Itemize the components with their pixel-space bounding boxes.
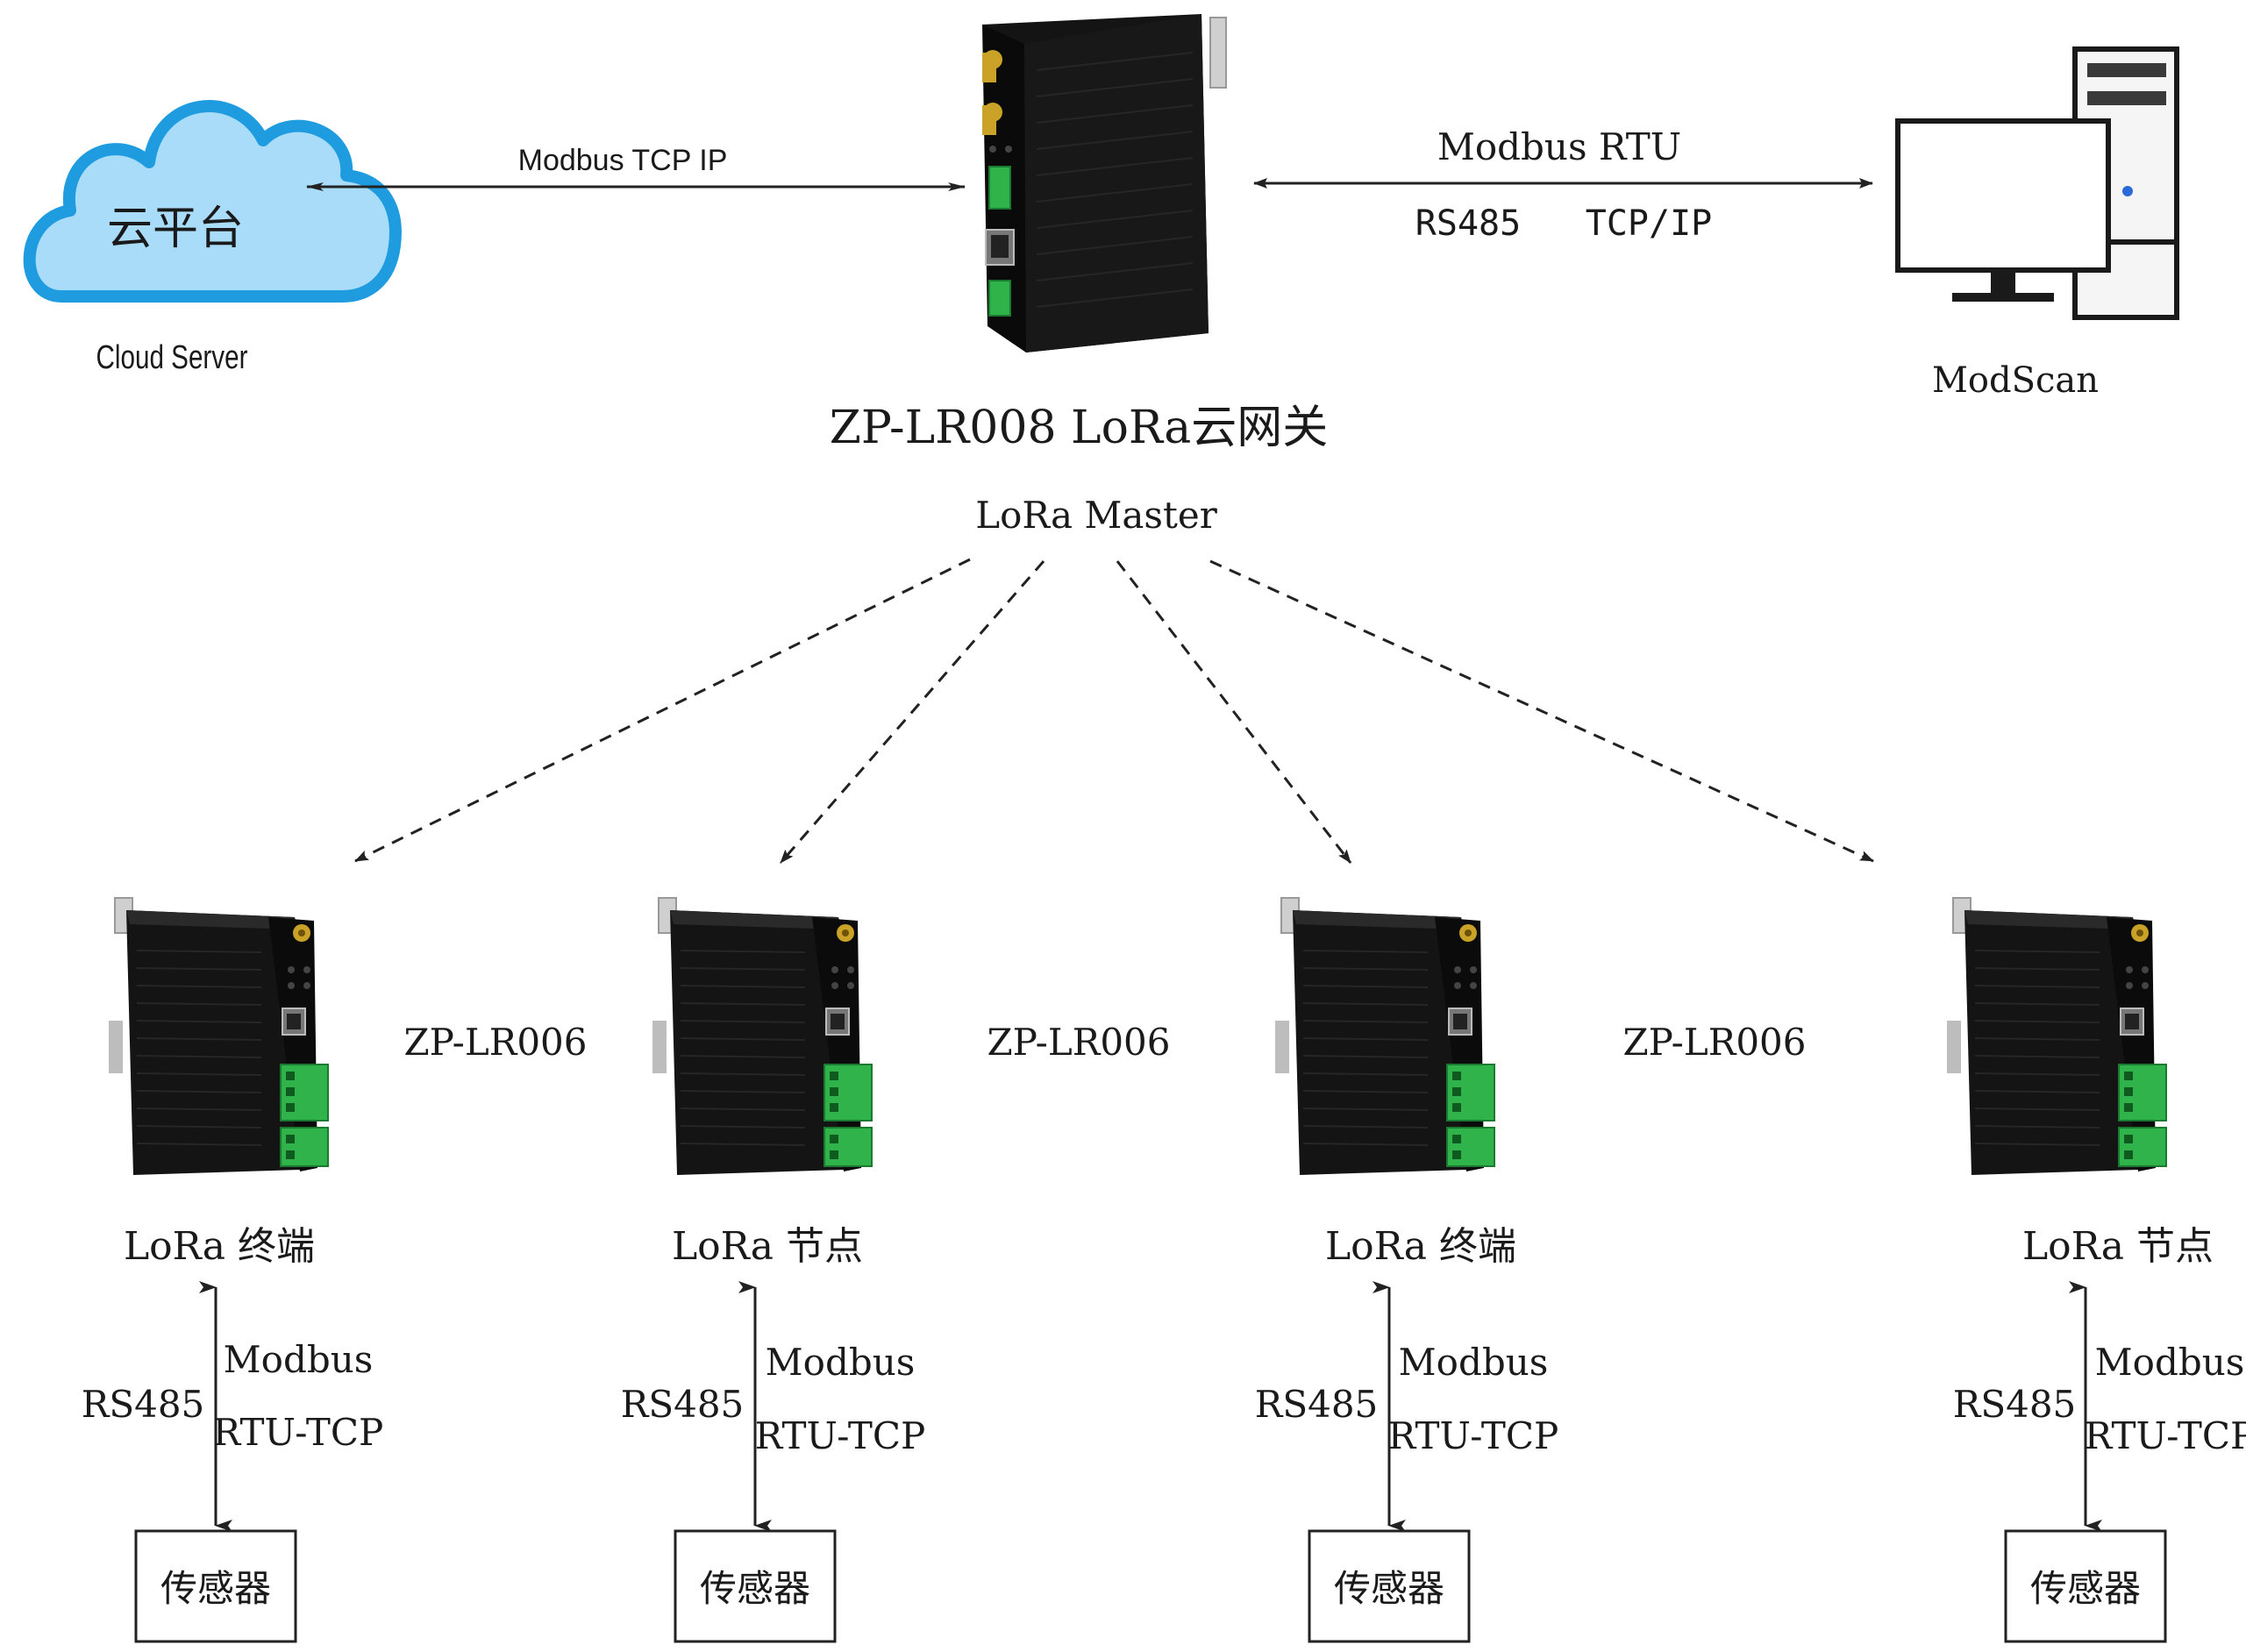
node-label-3: LoRa 终端 [1325, 1224, 1516, 1269]
proto1-label-2: Modbus [766, 1341, 916, 1384]
node-label-1: LoRa 终端 [124, 1224, 315, 1269]
modscan-caption: ModScan [1932, 360, 2099, 401]
gateway-title: ZP-LR008 LoRa云网关 [830, 402, 1329, 454]
cloud-caption: Cloud Server [96, 339, 248, 376]
bus-label-4: RS485 [1953, 1383, 2077, 1426]
cloud-label: 云平台 [107, 203, 244, 255]
node-device-icon-2 [652, 897, 873, 1176]
sensor-label-4: 传感器 [2030, 1567, 2141, 1610]
proto2-label-4: RTU-TCP [2085, 1414, 2246, 1457]
sensor-box-4: 传感器 [2004, 1529, 2167, 1643]
modscan-link-port-tcpip: TCP/IP [1586, 203, 1713, 244]
radio-link-1 [354, 558, 971, 863]
radio-link-2 [779, 560, 1045, 864]
gateway-role: LoRa Master [975, 494, 1217, 537]
node-label-2: LoRa 节点 [672, 1224, 863, 1269]
radio-link-3 [1116, 560, 1352, 864]
proto1-label-4: Modbus [2095, 1341, 2245, 1384]
lora-radio-links [354, 558, 1874, 864]
modscan-link-protocol: Modbus RTU [1437, 125, 1681, 168]
sensor-box-1: 传感器 [134, 1529, 297, 1643]
cloud-link-label: Modbus TCP IP [518, 144, 728, 177]
model-label-3: ZP-LR006 [1622, 1021, 1806, 1064]
cloud-icon [23, 100, 402, 303]
bus-label-3: RS485 [1255, 1383, 1379, 1426]
proto2-label-3: RTU-TCP [1388, 1414, 1559, 1457]
proto2-label-2: RTU-TCP [755, 1414, 926, 1457]
node-device-icon-4 [1946, 897, 2167, 1176]
node-device-icon-1 [108, 897, 329, 1176]
proto2-label-1: RTU-TCP [213, 1411, 384, 1454]
proto1-label-3: Modbus [1399, 1341, 1549, 1384]
radio-link-4 [1209, 559, 1874, 863]
node-device-icon-3 [1274, 897, 1495, 1176]
modscan-link-port-rs485: RS485 [1415, 203, 1521, 244]
model-label-2: ZP-LR006 [987, 1021, 1170, 1064]
sensor-box-2: 传感器 [674, 1529, 837, 1643]
bus-label-1: RS485 [82, 1383, 205, 1426]
gateway-device-icon [982, 14, 1227, 352]
sensor-label-1: 传感器 [160, 1567, 271, 1610]
sensor-label-3: 传感器 [1334, 1567, 1444, 1610]
model-label-1: ZP-LR006 [403, 1021, 587, 1064]
bus-label-2: RS485 [621, 1383, 745, 1426]
sensor-box-3: 传感器 [1308, 1529, 1471, 1643]
proto1-label-1: Modbus [224, 1338, 374, 1381]
computer-icon [1895, 46, 2179, 320]
sensor-label-2: 传感器 [700, 1567, 810, 1610]
node-label-4: LoRa 节点 [2022, 1224, 2214, 1269]
